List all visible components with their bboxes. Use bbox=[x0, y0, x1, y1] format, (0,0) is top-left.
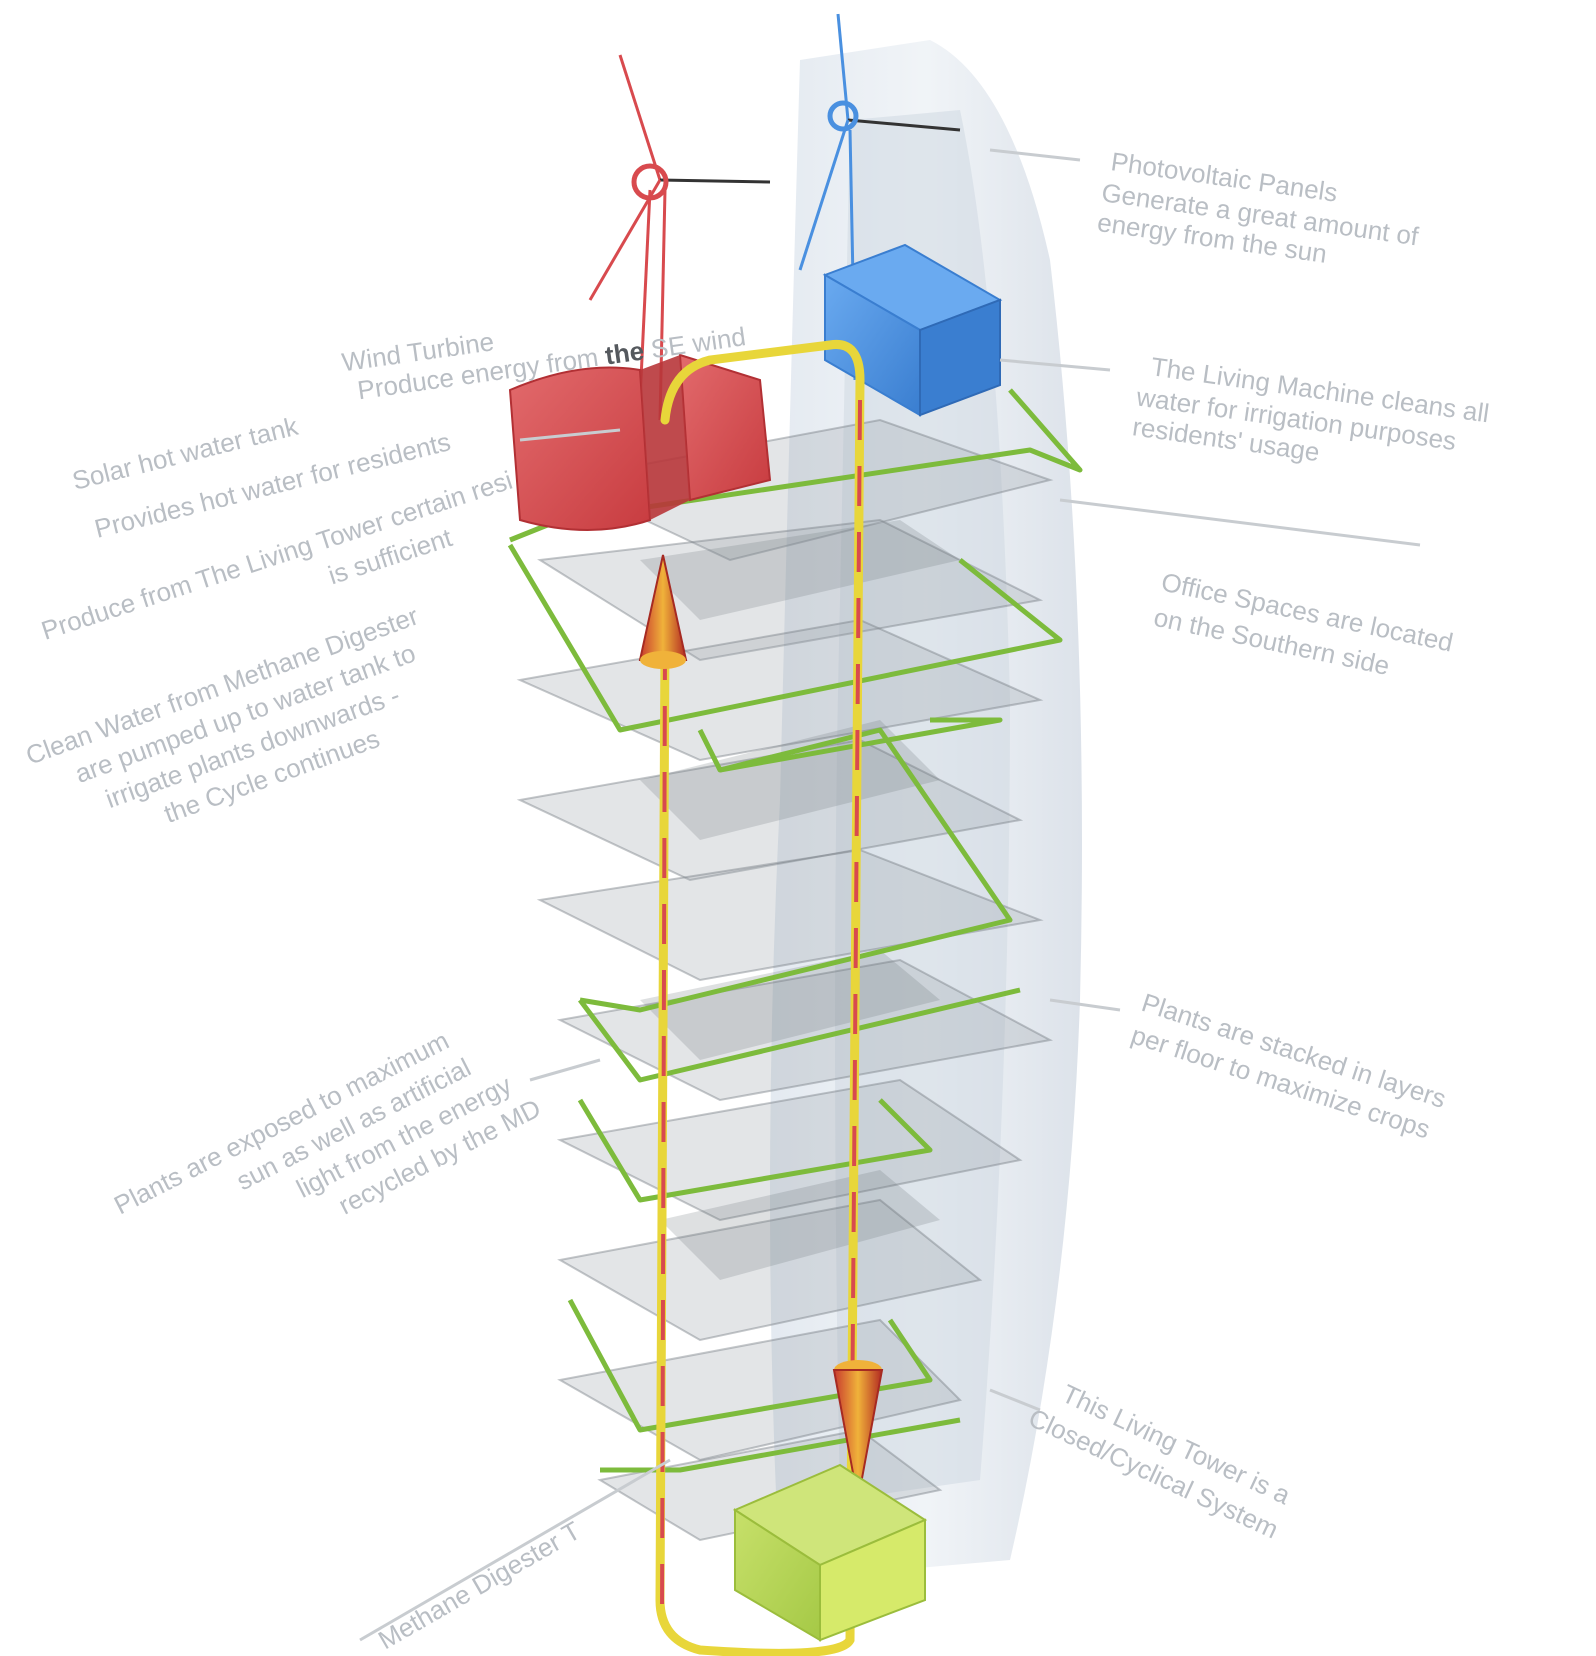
label-plants-exposed: Plants are exposed to maximum sun as wel… bbox=[109, 1002, 545, 1311]
label-plants-stacked: Plants are stacked in layers per floor t… bbox=[1128, 987, 1450, 1146]
label-living-machine: The Living Machine cleans all water for … bbox=[1130, 350, 1491, 490]
label-clean-water: Clean Water from Methane Digester are pu… bbox=[22, 600, 458, 866]
label-office-spaces: Office Spaces are located on the Souther… bbox=[1151, 567, 1455, 693]
label-closed-system: This Living Tower is a Closed/Cyclical S… bbox=[1024, 1370, 1298, 1545]
methane-digester-line1: Methane Digester T bbox=[373, 1515, 585, 1655]
label-photovoltaic: Photovoltaic Panels Generate a great amo… bbox=[1096, 146, 1426, 282]
label-methane-digester: Methane Digester T bbox=[373, 1515, 585, 1655]
